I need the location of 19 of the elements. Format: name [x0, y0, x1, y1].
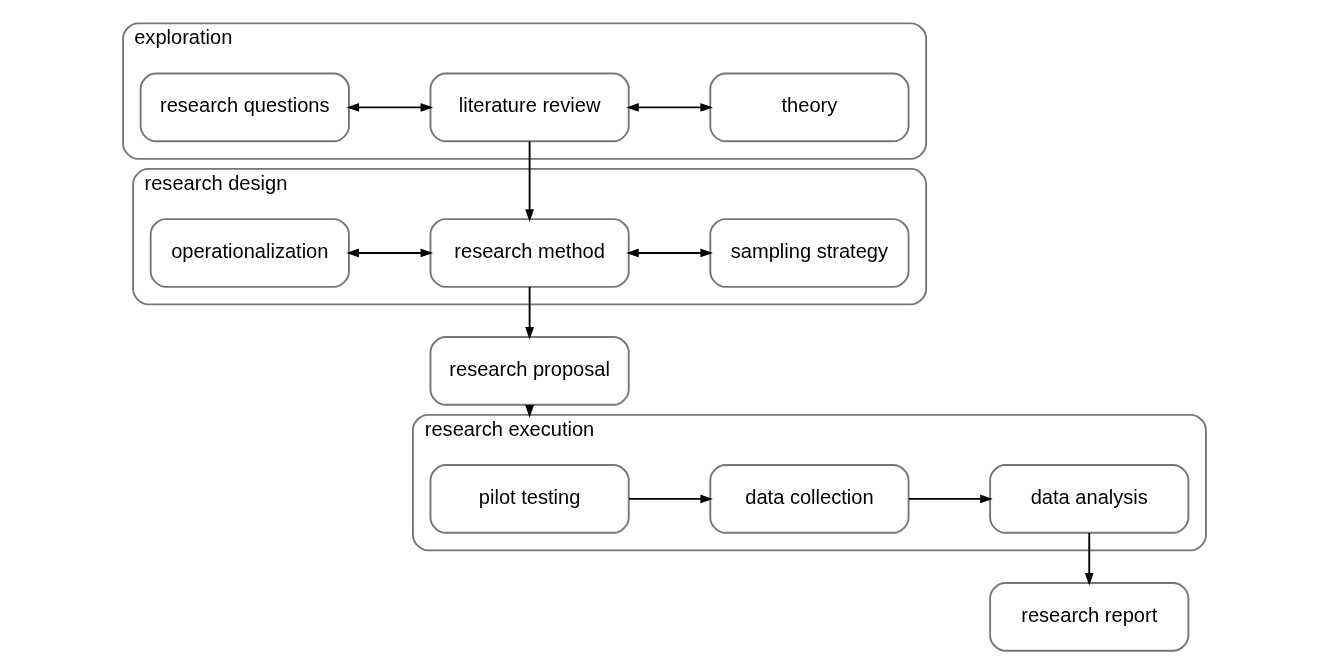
node-box: data collection	[708, 464, 909, 534]
node-box: sampling strategy	[708, 218, 909, 288]
arrow	[524, 286, 534, 340]
arrow	[345, 248, 433, 258]
node-box: pilot testing	[429, 464, 630, 534]
node-box: literature review	[429, 72, 630, 143]
arrow	[625, 248, 713, 258]
node-box: operationalization	[149, 218, 350, 288]
node-box: theory	[708, 72, 909, 143]
arrow	[907, 494, 993, 504]
node-box: data analysis	[988, 464, 1189, 534]
arrow	[627, 494, 713, 504]
arrow	[1084, 531, 1094, 586]
node-box: research questions	[139, 72, 350, 143]
arrow	[625, 103, 713, 112]
arrow	[524, 140, 534, 222]
node-box: research report	[988, 582, 1189, 652]
arrow	[346, 103, 433, 112]
node-box: research method	[429, 218, 630, 288]
